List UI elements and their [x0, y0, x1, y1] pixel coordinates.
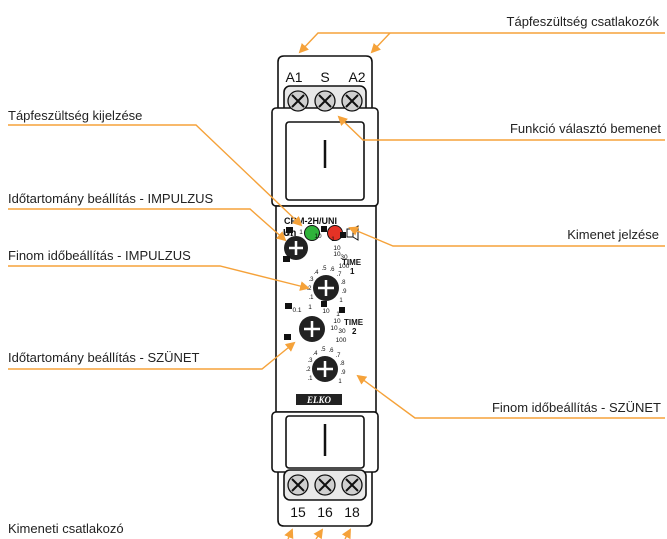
- top-screws: [287, 90, 363, 112]
- fine2-tick-8: .9: [340, 370, 346, 376]
- leader-power-indication: [8, 124, 303, 227]
- time-label-1: TIME: [342, 258, 362, 267]
- terminal-15: 15: [290, 504, 306, 520]
- label-power-indication: Tápfeszültség kijelzése: [8, 108, 143, 123]
- range2-tick-6: 30: [338, 328, 346, 335]
- range1-tick-6: 30: [340, 254, 348, 261]
- unit-marker-h2: [321, 301, 327, 307]
- unit-marker-d1: [340, 232, 346, 238]
- leader-out-16: [313, 528, 324, 539]
- leader-range-impulse: [8, 208, 287, 242]
- knob-fine-pause: [312, 356, 338, 382]
- range1-tick-1: 1: [299, 229, 303, 236]
- knob-range-impulse: [284, 236, 308, 260]
- fine1-tick-2: .3: [308, 277, 314, 283]
- model-name: CRM-2H/UNI: [284, 216, 337, 226]
- range2-tick-2: 10: [322, 308, 330, 315]
- leader-fine-pause: [356, 374, 665, 419]
- unit-marker-m1: [286, 227, 293, 233]
- fine2-tick-0: .1: [307, 376, 313, 382]
- range2-tick-1: 1: [308, 304, 312, 311]
- label-range-impulse: Időtartomány beállítás - IMPULZUS: [8, 191, 214, 206]
- terminal-16: 16: [317, 504, 333, 520]
- fine2-tick-6: .7: [335, 353, 341, 359]
- unit-marker-s1: [283, 256, 290, 262]
- unit-marker-d2: [339, 307, 345, 313]
- leader-range-pause: [8, 341, 296, 370]
- range1-tick-0: 0.1: [284, 231, 293, 238]
- fine2-tick-5: .6: [328, 348, 334, 354]
- knob-range-pause: [299, 316, 325, 342]
- fine2-tick-2: .3: [307, 358, 313, 364]
- leader-power-a2: [370, 32, 391, 54]
- leader-function-input: [337, 115, 665, 141]
- terminal-s: S: [320, 69, 329, 85]
- range2-tick-7: 100: [336, 337, 347, 344]
- label-range-pause: Időtartomány beállítás - SZÜNET: [8, 350, 200, 365]
- brand-logo: ELKO: [296, 394, 342, 405]
- leader-lines: [8, 32, 665, 539]
- range2-tick-3: 1: [336, 311, 340, 318]
- fine2-tick-3: .4: [312, 351, 318, 357]
- fine1-tick-0: .1: [308, 295, 314, 301]
- range2-tick-0: 0.1: [292, 307, 301, 314]
- fine1-tick-5: .6: [329, 267, 335, 273]
- label-output-indication: Kimenet jelzése: [567, 227, 659, 242]
- range1-tick-4: 10: [333, 245, 341, 252]
- range1-tick-2: 10: [314, 233, 322, 240]
- range1-tick-5: 10: [333, 251, 341, 258]
- time-index-1: 1: [350, 267, 355, 276]
- fine1-tick-4: .5: [321, 266, 327, 272]
- fine1-tick-1: .2: [306, 286, 312, 292]
- label-fine-pause: Finom időbeállítás - SZÜNET: [491, 400, 661, 415]
- terminal-a2: A2: [348, 69, 365, 85]
- leader-out-18: [341, 528, 351, 539]
- label-output-terminals: Kimeneti csatlakozó: [8, 521, 124, 536]
- range2-tick-5: 10: [330, 325, 338, 332]
- fine2-tick-4: .5: [320, 347, 326, 353]
- leader-power-a1: [298, 32, 665, 54]
- terminal-18: 18: [344, 504, 360, 520]
- label-power-terminals: Tápfeszültség csatlakozók: [506, 14, 659, 29]
- leader-output-indication: [348, 226, 665, 247]
- fine1-tick-7: .8: [340, 280, 346, 286]
- led-green: [304, 225, 320, 241]
- fine1-tick-8: .9: [341, 289, 347, 295]
- fine1-tick-9: 1: [339, 298, 343, 304]
- terminal-a1: A1: [285, 69, 302, 85]
- label-fine-impulse: Finom időbeállítás - IMPULZUS: [8, 248, 191, 263]
- range2-tick-4: 10: [333, 318, 341, 325]
- range1-tick-3: 1: [331, 236, 335, 243]
- unit-marker-m2: [285, 303, 292, 309]
- bottom-screws: [287, 474, 363, 496]
- fine1-tick-3: .4: [313, 270, 319, 276]
- leader-fine-impulse: [8, 265, 310, 291]
- leader-out-15: [284, 528, 294, 539]
- unit-marker-h1: [321, 226, 327, 232]
- knob-fine-impulse: [313, 275, 339, 301]
- fine1-tick-6: .7: [336, 272, 342, 278]
- fine2-tick-7: .8: [339, 361, 345, 367]
- time-index-2: 2: [352, 327, 357, 336]
- time-label-2: TIME: [344, 318, 364, 327]
- fine2-tick-9: 1: [338, 379, 342, 385]
- fine2-tick-1: .2: [305, 367, 311, 373]
- led-un-label: Un: [283, 228, 296, 239]
- range1-tick-7: 100: [339, 263, 350, 270]
- unit-marker-s2: [284, 334, 291, 340]
- label-function-input: Funkció választó bemenet: [509, 121, 661, 136]
- svg-text:ELKO: ELKO: [306, 395, 332, 405]
